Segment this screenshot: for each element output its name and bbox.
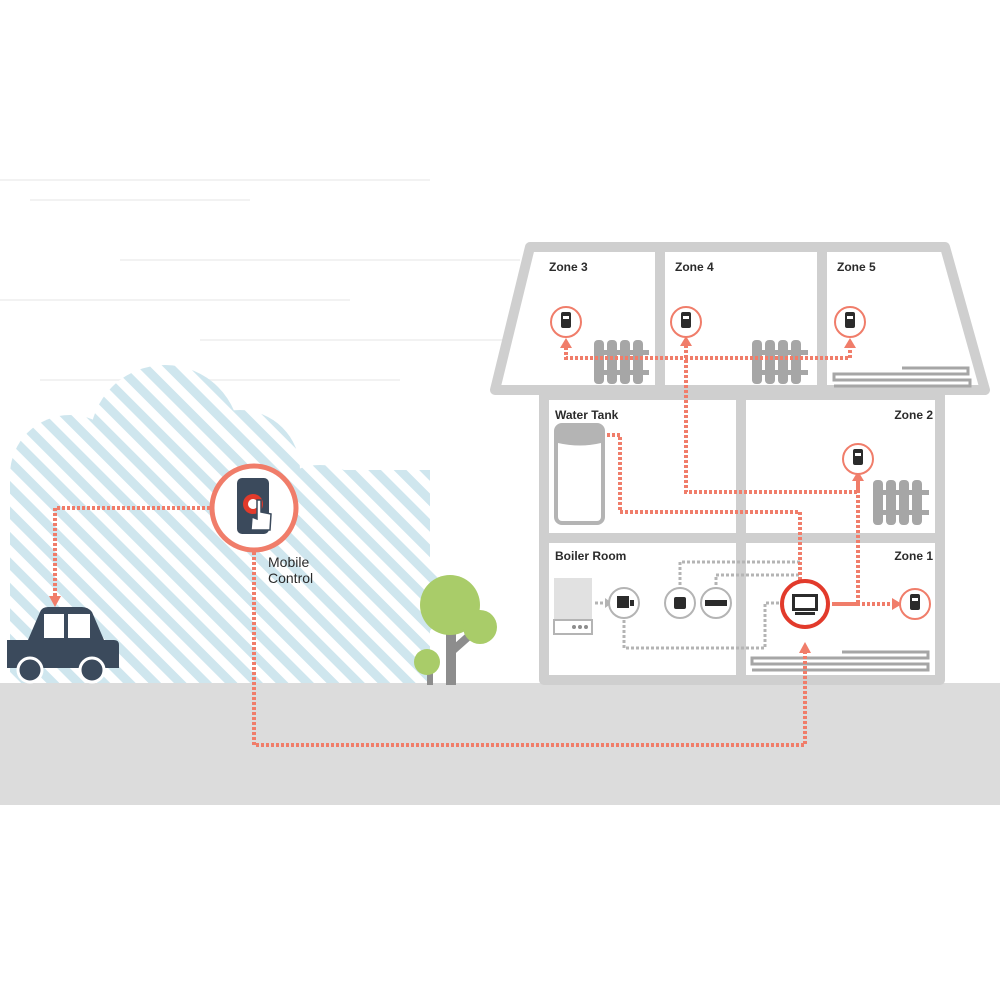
receiver-icon: [608, 587, 640, 619]
label-control: Control: [268, 570, 313, 586]
radiator-zone3: [594, 340, 649, 384]
trv-zone2-icon: [842, 443, 874, 475]
cloud: [10, 365, 445, 690]
radiator-zone2: [873, 480, 929, 525]
mobile-control-icon: [209, 463, 299, 553]
label-boiler-room: Boiler Room: [555, 549, 626, 563]
hub-icon: [664, 587, 696, 619]
trv-zone5-icon: [834, 306, 866, 338]
car-icon: [7, 607, 119, 684]
background-lines: [0, 179, 520, 381]
wireless-links: [53, 345, 893, 747]
water-tank-icon: [554, 423, 605, 525]
trv-zone4-icon: [670, 306, 702, 338]
underfloor-heating-zone1: [750, 650, 930, 672]
label-zone4: Zone 4: [675, 260, 714, 274]
tree-icon: [414, 575, 497, 685]
central-controller-icon: [780, 579, 830, 629]
label-mobile: Mobile: [268, 554, 309, 570]
wireless-arrowheads: [49, 336, 902, 653]
label-zone2: Zone 2: [894, 408, 933, 422]
controller-icon: [700, 587, 732, 619]
boiler-icon: [553, 578, 593, 635]
wired-connections: [595, 560, 800, 650]
underfloor-heating-zone5: [832, 366, 972, 388]
trv-zone3-icon: [550, 306, 582, 338]
label-zone1: Zone 1: [894, 549, 933, 563]
label-water-tank: Water Tank: [555, 408, 619, 422]
radiator-zone4: [752, 340, 808, 384]
ground: [0, 683, 1000, 805]
label-zone3: Zone 3: [549, 260, 588, 274]
trv-zone1-icon: [899, 588, 931, 620]
label-zone5: Zone 5: [837, 260, 876, 274]
